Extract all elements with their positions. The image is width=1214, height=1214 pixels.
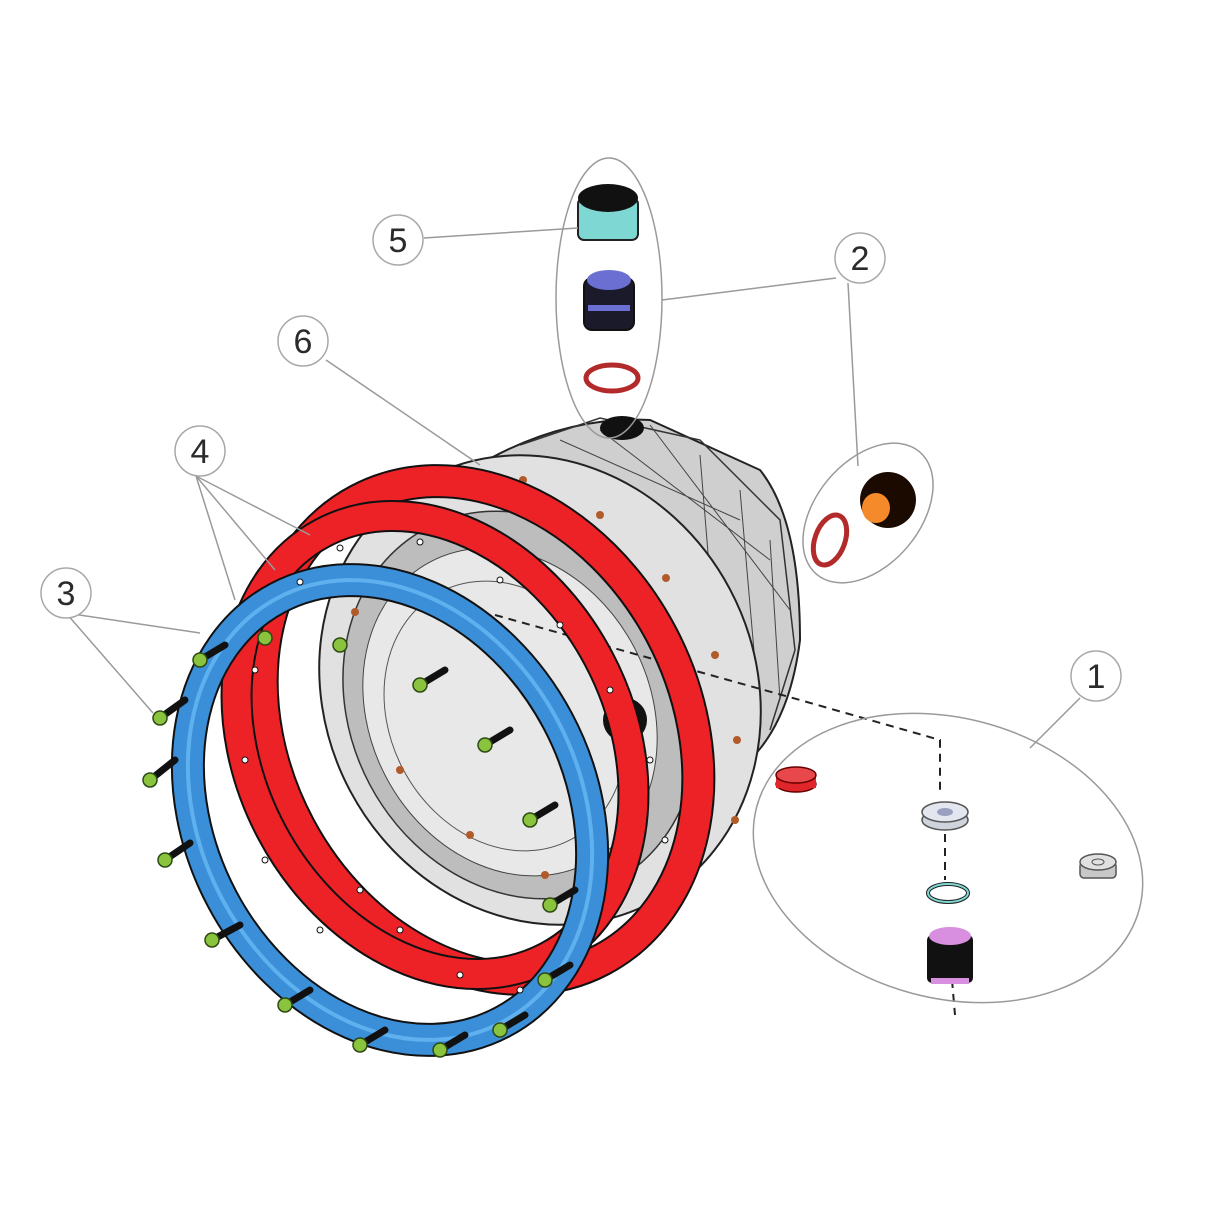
gasket-rear [244, 464, 716, 996]
callout-1: 1 [1070, 650, 1122, 702]
callout-label-3: 3 [57, 575, 76, 613]
red-plug-part [775, 766, 817, 793]
callout-2: 2 [834, 232, 886, 284]
connector-part [583, 270, 635, 331]
callout-3: 3 [40, 567, 92, 619]
o-ring-top [583, 362, 641, 394]
fixing-screws [142, 630, 579, 1058]
leader-lines [65, 227, 1081, 749]
callout-label-4: 4 [191, 433, 210, 471]
callout-label-6: 6 [294, 323, 313, 361]
callout-label-2: 2 [851, 240, 870, 278]
group-outline-cable-gland [752, 712, 1144, 1004]
o-ring-side [810, 512, 850, 568]
side-fitting-part [860, 472, 916, 528]
callout-label-1: 1 [1087, 658, 1106, 696]
cap-part [577, 184, 639, 241]
clamping-ring [170, 563, 610, 1057]
callout-4: 4 [174, 425, 226, 477]
callout-label-5: 5 [389, 222, 408, 260]
washer-part [921, 801, 969, 831]
gland-nut-part [927, 927, 973, 984]
callout-5: 5 [372, 214, 424, 266]
seal-ring-part [926, 882, 970, 904]
cable-path-dashed [494, 614, 956, 1016]
callout-6: 6 [277, 315, 329, 367]
group-outline-side [802, 442, 934, 584]
grey-nut-part [1079, 853, 1117, 879]
group-outline-top [555, 157, 663, 439]
